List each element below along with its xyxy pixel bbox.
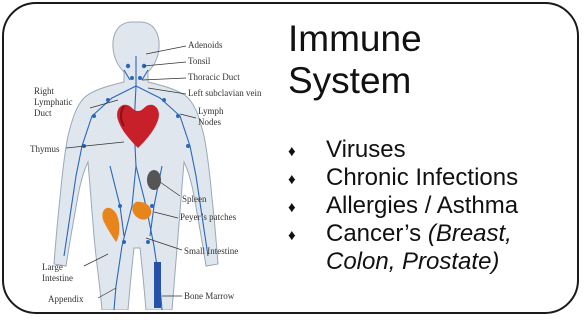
label-thymus: Thymus — [30, 144, 60, 154]
title-line-1: Immune — [288, 18, 422, 60]
spleen-shape — [147, 170, 161, 190]
list-item-allergies-asthma: ♦ Allergies / Asthma — [276, 192, 518, 220]
label-adenoids: Adenoids — [188, 40, 223, 50]
list-item-detail-line-2: Colon, Prostate) — [326, 248, 518, 276]
label-large-intestine-2: Intestine — [42, 273, 73, 283]
condition-list: ♦ Viruses ♦ Chronic Infections ♦ Allergi… — [276, 136, 518, 276]
list-item-detail: (Breast, — [428, 220, 512, 247]
label-spleen: Spleen — [182, 194, 207, 204]
list-item-chronic-infections: ♦ Chronic Infections — [276, 164, 518, 192]
title-line-2: System — [288, 60, 422, 102]
lymphatic-system-diagram: Adenoids Tonsil Thoracic Duct Left subcl… — [20, 16, 272, 310]
label-lymph-nodes-1: Lymph — [198, 106, 224, 116]
label-right-lymphatic-duct-1: Right — [34, 86, 55, 96]
list-item-label: Chronic Infections — [326, 164, 518, 191]
diamond-bullet-icon: ♦ — [288, 194, 296, 222]
list-item-cancers: ♦ Cancer’s (Breast, Colon, Prostate) — [276, 220, 518, 276]
bone-marrow-shape — [154, 262, 161, 308]
label-bone-marrow: Bone Marrow — [184, 291, 235, 301]
label-appendix: Appendix — [48, 294, 84, 304]
label-large-intestine-1: Large — [42, 262, 63, 272]
label-right-lymphatic-duct-3: Duct — [34, 108, 52, 118]
label-peyers-patches: Peyer’s patches — [180, 212, 237, 222]
diamond-bullet-icon: ♦ — [288, 166, 296, 194]
diamond-bullet-icon: ♦ — [288, 222, 296, 250]
slide-title: Immune System — [288, 18, 422, 102]
diamond-bullet-icon: ♦ — [288, 138, 296, 166]
label-small-intestine: Small Intestine — [184, 246, 238, 256]
list-item-label: Cancer’s — [326, 220, 428, 247]
label-thoracic-duct: Thoracic Duct — [188, 72, 240, 82]
list-item-viruses: ♦ Viruses — [276, 136, 518, 164]
label-right-lymphatic-duct-2: Lymphatic — [34, 97, 73, 107]
label-left-subclavian-vein: Left subclavian vein — [188, 88, 262, 98]
label-tonsil: Tonsil — [188, 56, 211, 66]
label-lymph-nodes-2: Nodes — [198, 117, 221, 127]
slide-card: Adenoids Tonsil Thoracic Duct Left subcl… — [2, 2, 579, 314]
list-item-label: Viruses — [326, 136, 406, 163]
list-item-label: Allergies / Asthma — [326, 192, 518, 219]
